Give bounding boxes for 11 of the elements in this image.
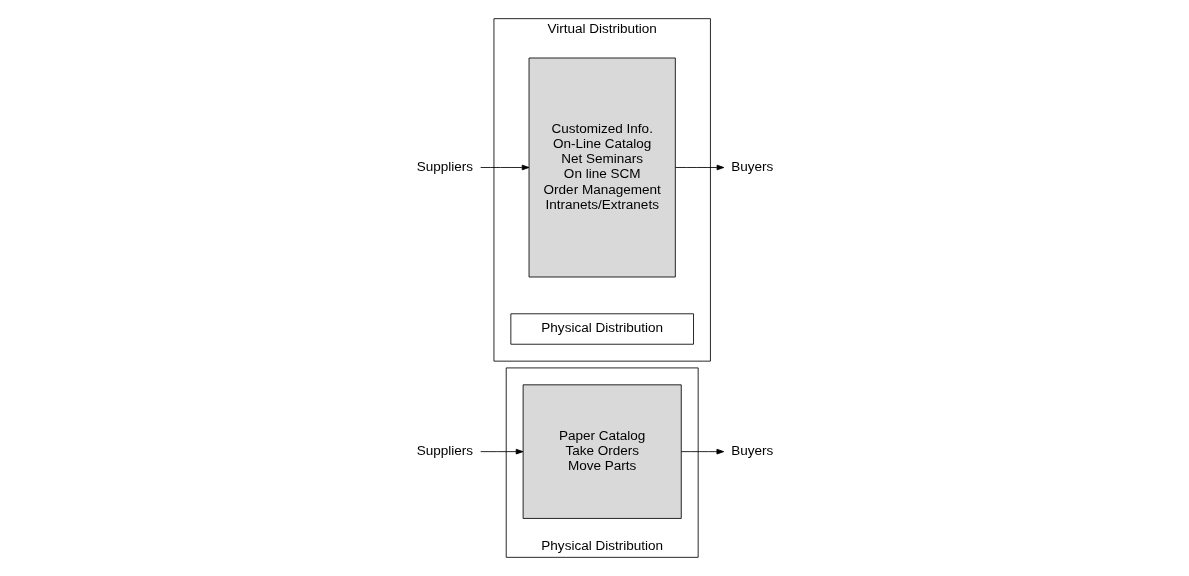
arrow — [479, 448, 523, 455]
arrow — [674, 164, 724, 171]
node-text: Suppliers — [416, 158, 473, 174]
node-box: Customized Info. On-Line Catalog Net Seminars On line SCM Order Management Intranets/Extranets — [528, 57, 676, 278]
node-text: Buyers — [730, 158, 773, 174]
node-text: Suppliers — [416, 442, 473, 458]
arrow — [680, 448, 724, 455]
arrow — [479, 164, 529, 171]
node-box: Paper Catalog Take Orders Move Parts — [522, 384, 682, 519]
node-box: Physical Distribution — [509, 313, 694, 345]
node-text: Buyers — [730, 442, 773, 458]
